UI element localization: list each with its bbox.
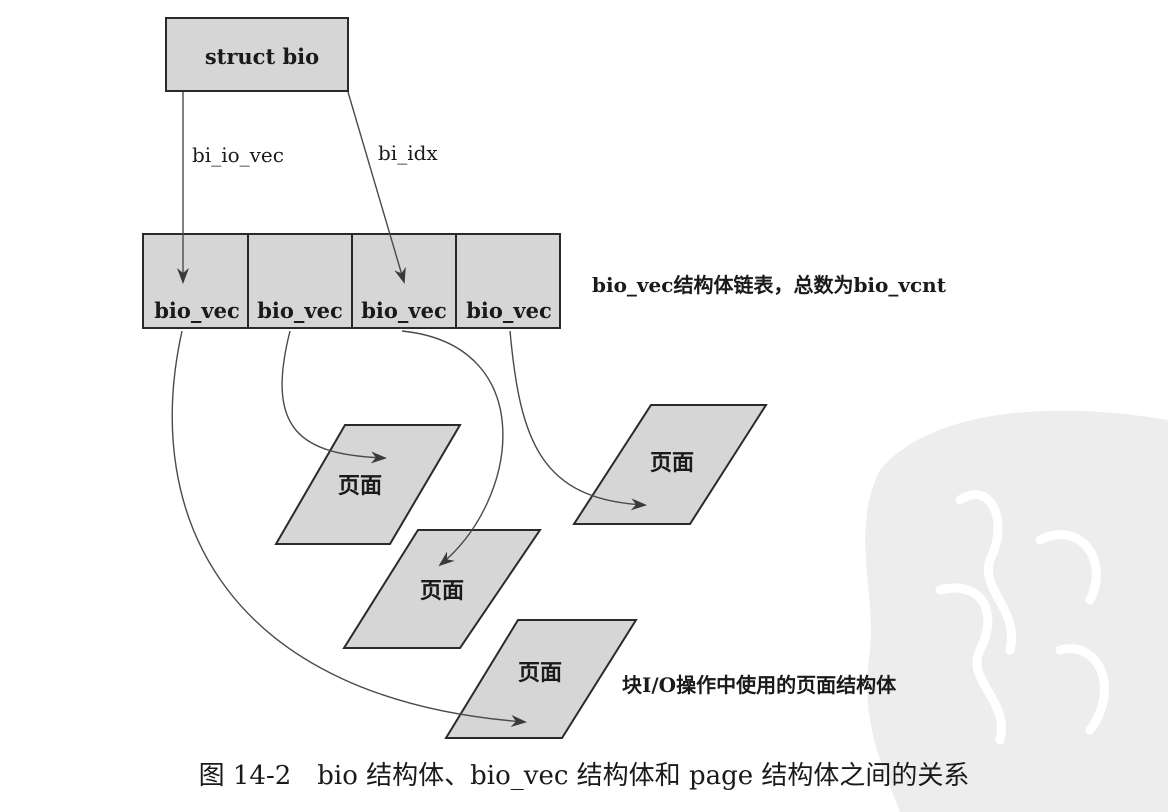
bio-vec-cell-1 (142, 233, 249, 329)
page-label-3: 页面 (420, 578, 464, 604)
watermark (865, 410, 1168, 812)
page-node-3: 页面 (342, 529, 542, 649)
bio-vec-2-to-page-1-arrow (281, 330, 387, 464)
bi-idx-label: bi_idx (378, 141, 438, 165)
bio-vec-label-3: bio_vec (361, 298, 447, 323)
bio-vec-array: bio_vec bio_vec bio_vec bio_vec (142, 233, 561, 329)
struct-bio-label: struct bio (205, 44, 319, 69)
page-label-1: 页面 (338, 473, 382, 499)
bi-io-vec-label: bi_io_vec (192, 143, 284, 167)
bio-vec-3-to-page-3-arrow (401, 330, 504, 567)
page-node-2: 页面 (572, 404, 768, 525)
page-node-4: 页面 (444, 619, 638, 739)
bio-vec-1-to-page-4-arrow (171, 330, 527, 727)
bio-vec-label-4: bio_vec (466, 298, 552, 323)
bio-vec-list-annotation: bio_vec结构体链表，总数为bio_vcnt (592, 273, 947, 297)
page-label-4: 页面 (518, 660, 562, 686)
page-node-1: 页面 (274, 424, 462, 545)
figure-caption: 图 14-2 bio 结构体、bio_vec 结构体和 page 结构体之间的关… (199, 761, 970, 791)
bio-vec-4-to-page-2-arrow (509, 330, 647, 511)
bio-vec-label-2: bio_vec (257, 298, 343, 323)
bio-vec-cell-4 (455, 233, 561, 329)
page-label-2: 页面 (650, 450, 694, 476)
page-struct-annotation: 块I/O操作中使用的页面结构体 (622, 673, 897, 697)
bi-idx-arrow (347, 91, 406, 284)
bio-vec-label-1: bio_vec (154, 298, 240, 323)
bio-vec-cell-2 (247, 233, 353, 329)
struct-bio-node: struct bio (165, 17, 349, 92)
